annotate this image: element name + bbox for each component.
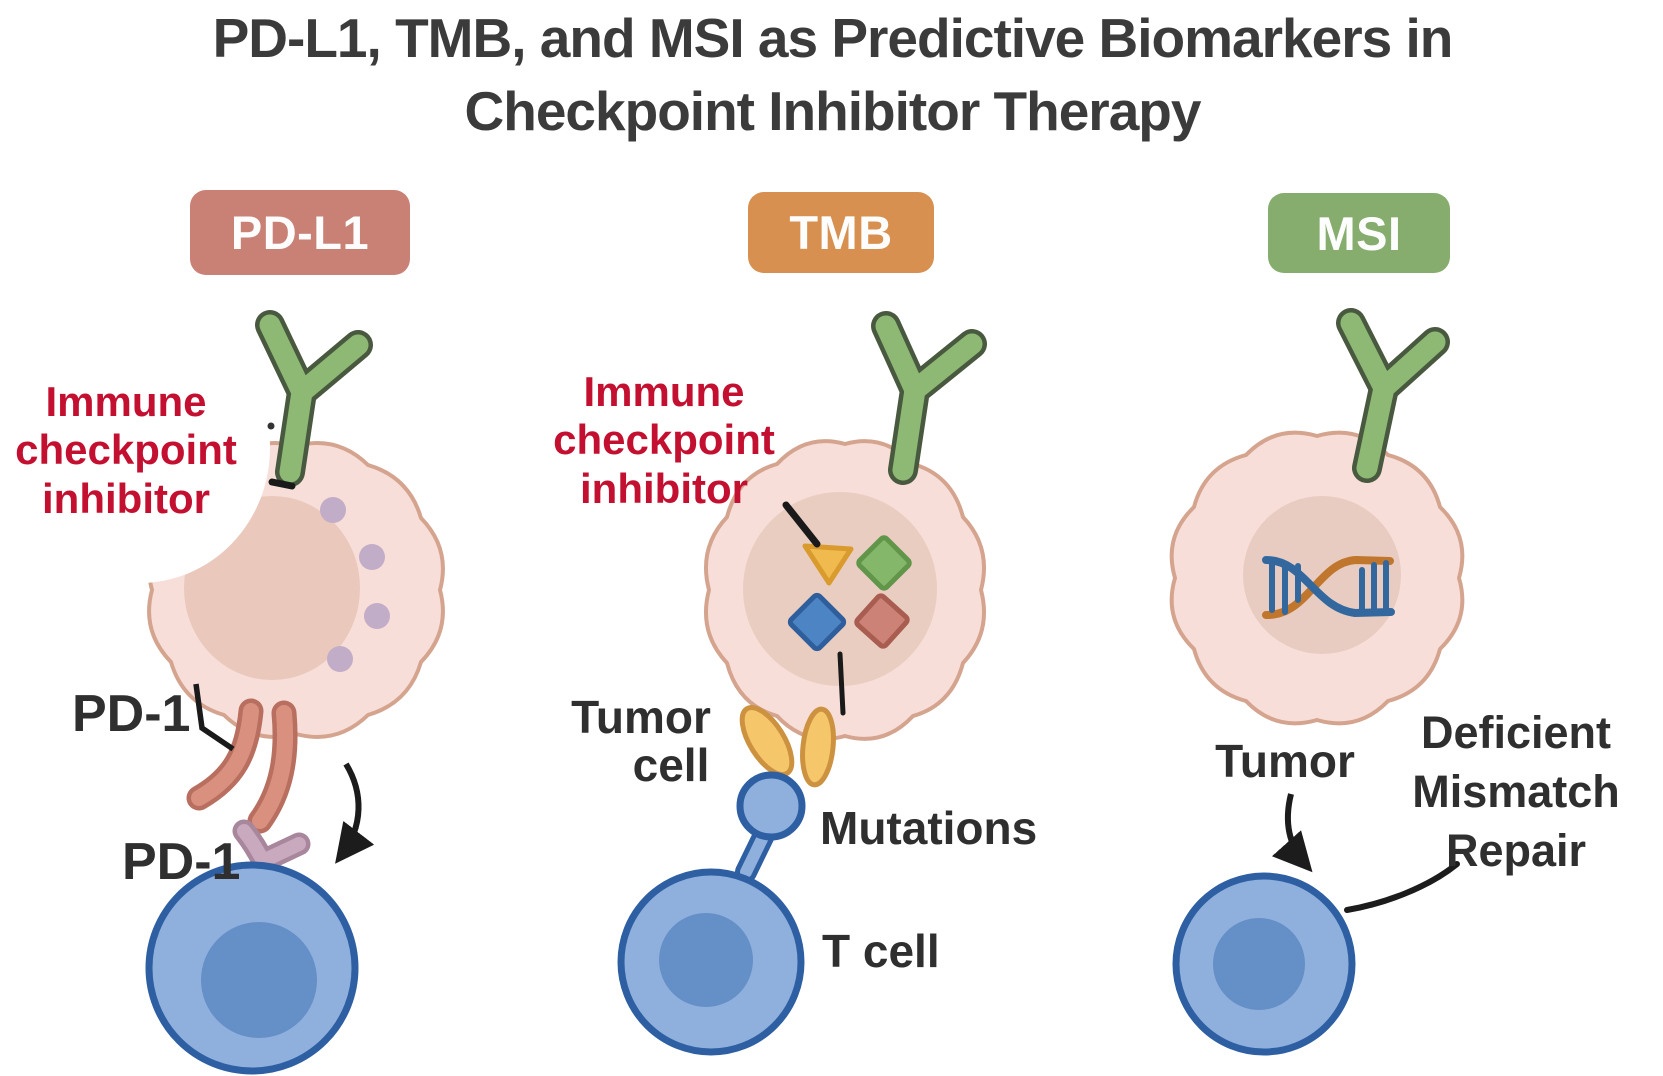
- tmb-t-cell-nucleus: [659, 913, 753, 1007]
- pdl1-inhibitor-label: Immune checkpoint inhibitor: [15, 378, 237, 522]
- msi-t-cell-shape: [1172, 872, 1356, 1056]
- pdl1-leader-lines: [193, 422, 296, 752]
- t-cell-label: T cell: [822, 925, 940, 977]
- figure-title-line2: Checkpoint Inhibitor Therapy: [464, 80, 1202, 143]
- pdl1-tumor-cell-shape: [10, 313, 445, 739]
- mutations-label: Mutations: [820, 802, 1038, 854]
- msi-tumor-arrow-icon: [1271, 793, 1313, 873]
- tumor-cell-label-line2: cell: [632, 739, 710, 791]
- checkpoint-inhibitor-antibody-icon: [255, 310, 373, 487]
- tcr-knob: [736, 771, 806, 841]
- msi-badge: MSI: [1268, 193, 1450, 273]
- tumor-cell-label-line1: Tumor: [571, 691, 711, 743]
- tumor-antigen-shapes: [739, 705, 836, 788]
- pdl1-badge: PD-L1: [190, 190, 410, 275]
- dna-helix-icon: [1262, 555, 1395, 620]
- checkpoint-inhibitor-antibody-icon: [1336, 308, 1450, 483]
- msi-tumor-label: Tumor: [1215, 735, 1355, 787]
- mutation-diamond-green-icon: [856, 535, 912, 591]
- pd1-top-leader-line: [193, 683, 235, 752]
- pd1-label-bottom: PD-1: [122, 833, 241, 891]
- pdl1-t-cell-shape: [145, 861, 359, 1075]
- pd1-label-top: PD-1: [72, 685, 191, 743]
- dmr-leader-curve: [1344, 861, 1460, 913]
- pd-l1-receptor-icon: [186, 698, 298, 834]
- mutation-diamond-blue-icon: [787, 592, 847, 652]
- tmb-inhibitor-label: Immune checkpoint inhibitor: [553, 368, 775, 512]
- tmb-t-cell-shape: [617, 771, 806, 1056]
- figure-title-line1: PD-L1, TMB, and MSI as Predictive Biomar…: [212, 7, 1454, 69]
- checkpoint-inhibitor-antibody-icon: [871, 311, 987, 485]
- pdl1-vesicle-dots: [320, 497, 390, 672]
- tmb-badge: TMB: [748, 192, 934, 273]
- figure-title: PD-L1, TMB, and MSI as Predictive Biomar…: [60, 2, 1605, 148]
- pdl1-binding-arrow-icon: [335, 762, 375, 864]
- msi-t-cell-nucleus: [1213, 918, 1305, 1010]
- pdl1-cell-bite-shape: [10, 313, 270, 583]
- pdl1-t-cell-nucleus: [201, 922, 317, 1038]
- mutation-triangle-icon: [802, 543, 854, 586]
- mutation-shapes: [787, 535, 912, 652]
- mutation-diamond-red-icon: [854, 593, 910, 649]
- tmb-leader-lines: [782, 501, 846, 716]
- deficient-mismatch-repair-label: Deficient Mismatch Repair: [1412, 707, 1620, 876]
